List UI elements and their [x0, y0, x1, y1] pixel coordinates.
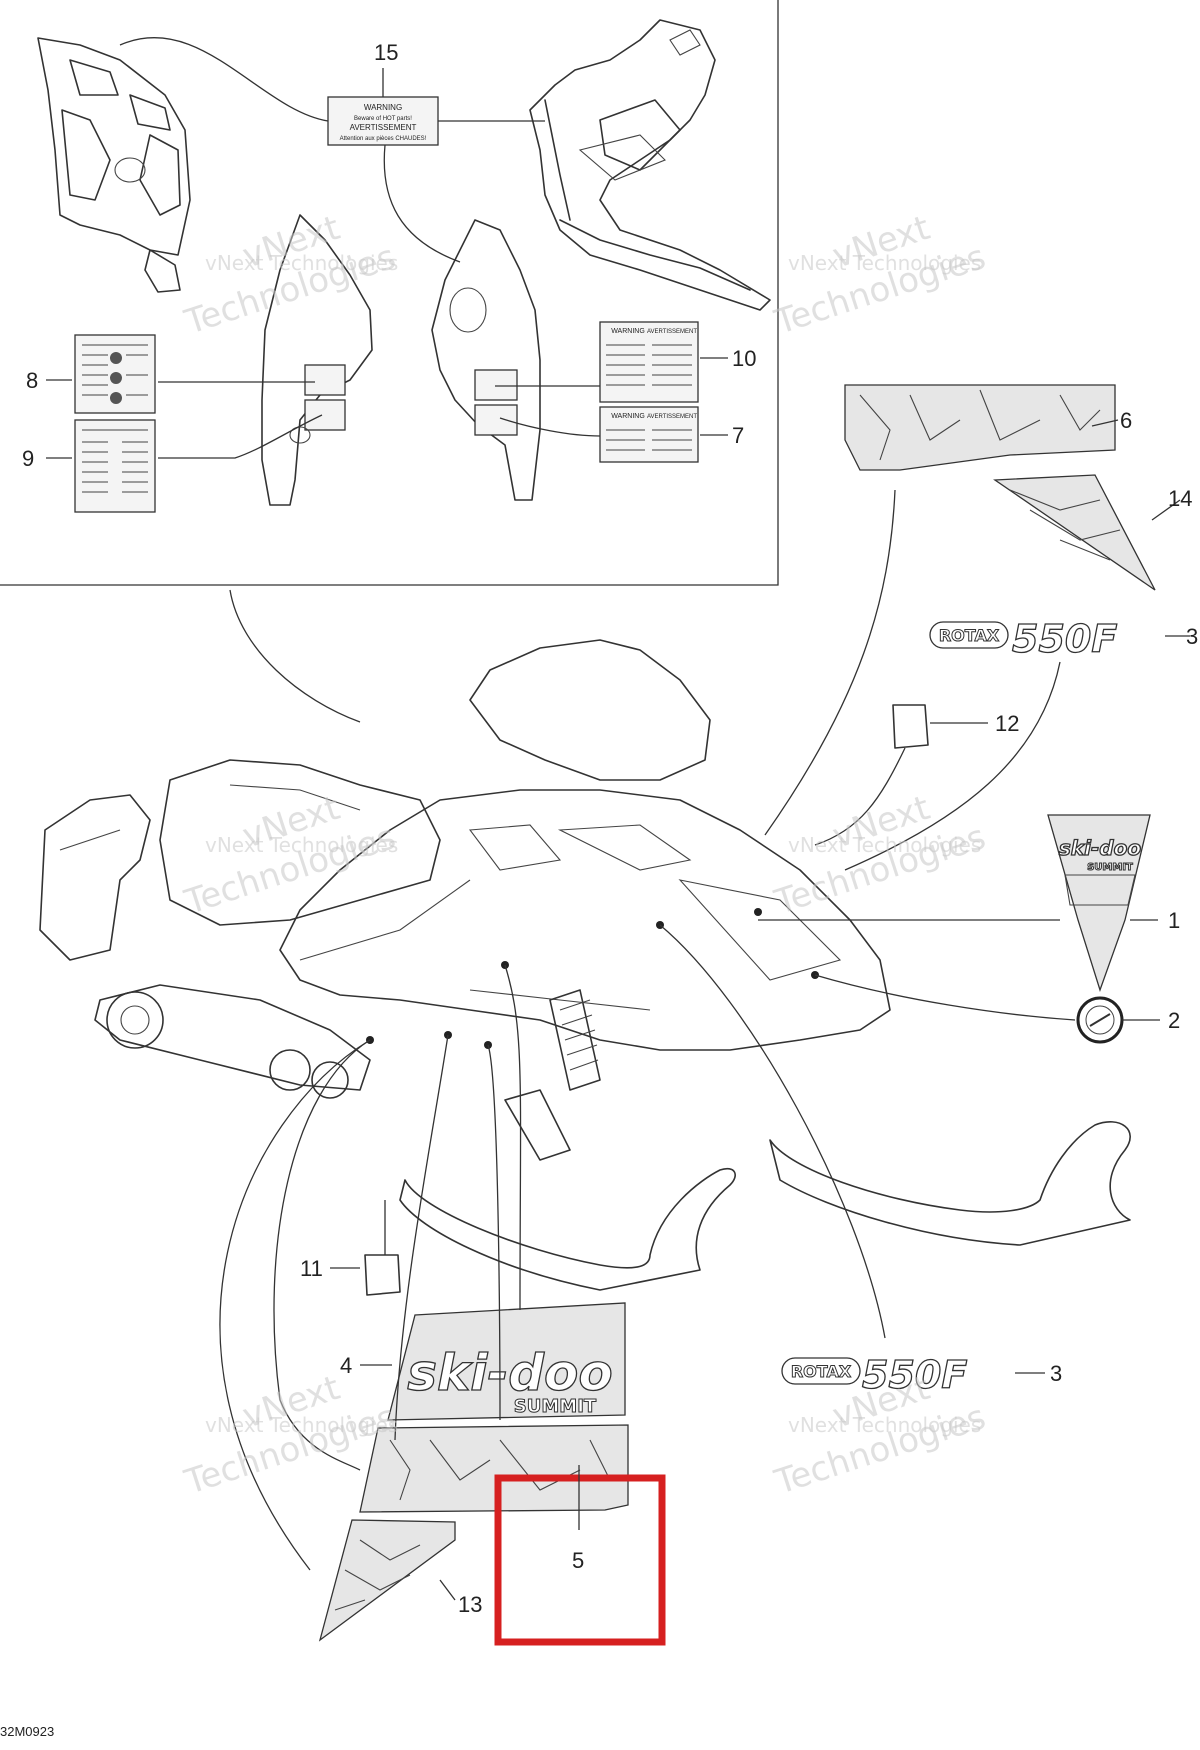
right-side-cover-drawing — [431, 219, 541, 501]
callout-11: 11 — [300, 1256, 323, 1281]
side-panel-drawing — [37, 37, 191, 293]
callout-10: 10 — [732, 346, 756, 371]
decal-13 — [318, 1519, 456, 1642]
warning-label-15: WARNING Beware of HOT parts! AVERTISSEME… — [327, 96, 439, 146]
decal-1: ski-doo SUMMIT — [1047, 814, 1151, 993]
decal-2 — [1076, 996, 1124, 1044]
decal-12 — [892, 704, 929, 749]
decal-4-sub: SUMMIT — [514, 1396, 597, 1417]
callout-7: 7 — [732, 423, 744, 448]
label-7-header-en: WARNING — [611, 413, 645, 420]
watermark-2c: vNext Technologies — [788, 251, 981, 275]
label-8 — [74, 334, 156, 414]
label-9 — [74, 419, 156, 513]
callout-6: 6 — [1120, 408, 1132, 433]
watermark-4c: vNext Technologies — [788, 833, 981, 857]
callout-3-top: 3 — [1186, 624, 1198, 649]
callout-3-bottom: 3 — [1050, 1361, 1062, 1386]
decal-6 — [844, 384, 1116, 471]
decal-14 — [993, 474, 1156, 591]
decal-11 — [364, 1254, 401, 1296]
part-code: 32M0923 — [0, 1724, 55, 1739]
callout-5: 5 — [572, 1548, 584, 1573]
decal-4: ski-doo SUMMIT — [387, 1302, 626, 1421]
watermark-1c: vNext Technologies — [205, 251, 398, 275]
chassis-drawing — [529, 19, 771, 311]
label-7-header-fr: AVERTISSEMENT — [647, 414, 697, 420]
callout-1: 1 — [1168, 908, 1180, 933]
watermark-5c: vNext Technologies — [205, 1413, 398, 1437]
callout-2: 2 — [1168, 1008, 1180, 1033]
rotax-word-bottom: ROTAX — [791, 1362, 852, 1381]
watermark-6c: vNext Technologies — [788, 1413, 981, 1437]
left-side-cover-drawing — [261, 214, 373, 506]
callout-8: 8 — [26, 368, 38, 393]
rotax-model-top: 550F — [1012, 617, 1117, 661]
callout-13: 13 — [458, 1592, 482, 1617]
label-15-line4: Attention aux pièces CHAUDES! — [340, 136, 427, 142]
decal-4-brand: ski-doo — [407, 1344, 612, 1402]
label-10: WARNING AVERTISSEMENT — [599, 321, 699, 403]
decal-5 — [359, 1424, 629, 1513]
label-15-line2: Beware of HOT parts! — [354, 116, 412, 122]
rotax-word-top: ROTAX — [939, 626, 1000, 645]
label-10-header-fr: AVERTISSEMENT — [647, 329, 697, 335]
callout-15: 15 — [374, 40, 398, 65]
label-10-header-en: WARNING — [611, 328, 645, 335]
highlight-box-5 — [494, 1474, 666, 1646]
rotax-model-bottom: 550F — [862, 1353, 967, 1397]
callout-14: 14 — [1168, 486, 1192, 511]
decal-3-top: ROTAX 550F — [929, 616, 1118, 662]
decal-1-sub: SUMMIT — [1087, 862, 1133, 873]
callout-12: 12 — [995, 711, 1019, 736]
label-7: WARNING AVERTISSEMENT — [599, 406, 699, 463]
callout-4: 4 — [340, 1353, 352, 1378]
decal-3-bottom: ROTAX 550F — [781, 1352, 968, 1398]
label-15-line3: AVERTISSEMENT — [350, 123, 417, 132]
inset-frame — [0, 0, 779, 586]
label-15-line1: WARNING — [364, 103, 402, 112]
snowmobile-drawing — [39, 639, 1131, 1291]
callout-9: 9 — [22, 446, 34, 471]
decal-1-brand: ski-doo — [1059, 836, 1141, 860]
watermark-3c: vNext Technologies — [205, 833, 398, 857]
